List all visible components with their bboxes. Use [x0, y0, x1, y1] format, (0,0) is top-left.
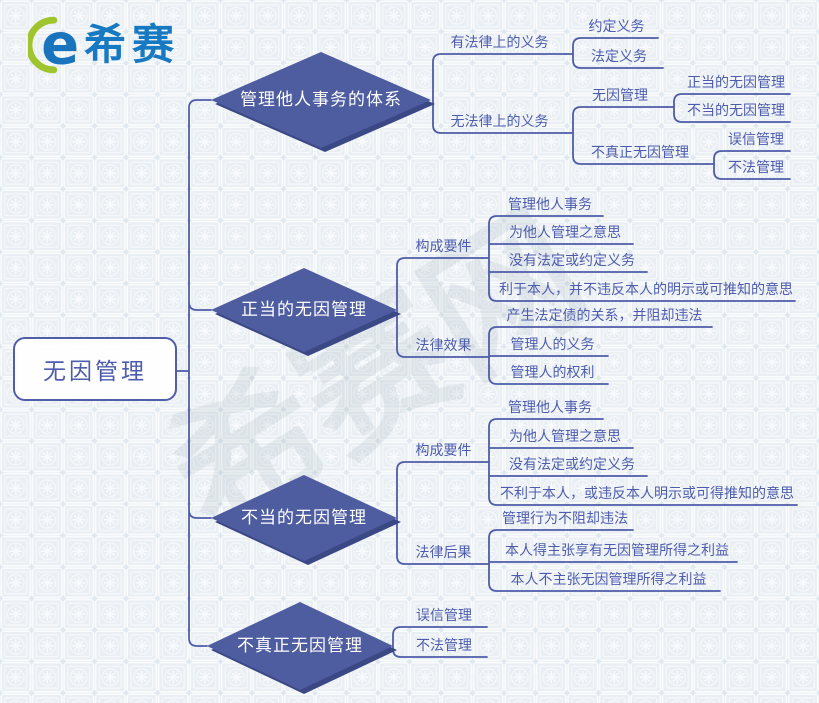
node-elements-3: 构成要件	[415, 443, 472, 459]
node-agreed-duty: 约定义务	[588, 19, 645, 35]
node-illegal-management: 不法管理	[728, 160, 784, 176]
branch-2-topic: 正当的无因管理	[241, 300, 367, 320]
node-leaf: 本人不主张无因管理所得之利益	[510, 572, 707, 588]
node-leaf: 产生法定债的关系，并阻却违法	[506, 308, 703, 324]
svg-text:e: e	[41, 16, 79, 74]
node-improper-gestio: 不当的无因管理	[687, 103, 785, 119]
branch-3-topic: 不当的无因管理	[241, 508, 367, 528]
trunk-line	[176, 99, 212, 647]
node-leaf: 为他人管理之意思	[509, 429, 621, 445]
brand-name: 希赛	[84, 20, 181, 69]
branch-1-topic: 管理他人事务的体系	[240, 90, 402, 110]
node-leaf: 管理他人事务	[508, 197, 592, 213]
diamond-2	[211, 268, 397, 352]
node-untrue-gestio: 不真正无因管理	[591, 145, 689, 161]
node-leaf: 管理他人事务	[508, 400, 592, 416]
node-leaf: 管理人的义务	[510, 337, 595, 353]
node-elements-2: 构成要件	[415, 239, 472, 255]
node-leaf: 没有法定或约定义务	[509, 253, 635, 269]
diamond-shapes	[207, 52, 435, 694]
branch-4-topic: 不真正无因管理	[237, 636, 363, 656]
root-label: 无因管理	[43, 359, 147, 385]
node-proper-gestio: 正当的无因管理	[687, 75, 785, 91]
node-illegal-management-2: 不法管理	[416, 638, 472, 654]
node-has-legal-duty: 有法律上的义务	[450, 35, 549, 51]
node-statutory-duty: 法定义务	[591, 49, 647, 65]
node-leaf: 为他人管理之意思	[509, 225, 621, 241]
diamond-1	[211, 52, 431, 148]
node-negotiorum-gestio: 无因管理	[592, 88, 648, 104]
node-mistaken-management: 误信管理	[728, 132, 784, 148]
diamond-3	[211, 475, 397, 561]
node-leaf: 利于本人，并不违反本人的明示或可推知的意思	[499, 282, 793, 298]
node-legal-effect: 法律效果	[415, 338, 472, 354]
node-leaf: 管理人的权利	[510, 365, 595, 381]
node-leaf: 没有法定或约定义务	[509, 457, 635, 473]
brand-logo: e 希赛	[28, 16, 180, 74]
node-legal-consequence: 法律后果	[415, 545, 472, 561]
diamond-4	[207, 602, 393, 690]
root-node: 无因管理	[13, 337, 177, 401]
node-leaf: 本人得主张享有无因管理所得之利益	[505, 543, 729, 559]
xisai-e-icon: e	[28, 16, 79, 74]
node-leaf: 管理行为不阻却违法	[502, 511, 628, 527]
node-leaf: 不利于本人，或违反本人明示或可得推知的意思	[500, 486, 794, 502]
node-no-legal-duty: 无法律上的义务	[450, 114, 549, 130]
node-mistaken-management-2: 误信管理	[416, 608, 472, 624]
